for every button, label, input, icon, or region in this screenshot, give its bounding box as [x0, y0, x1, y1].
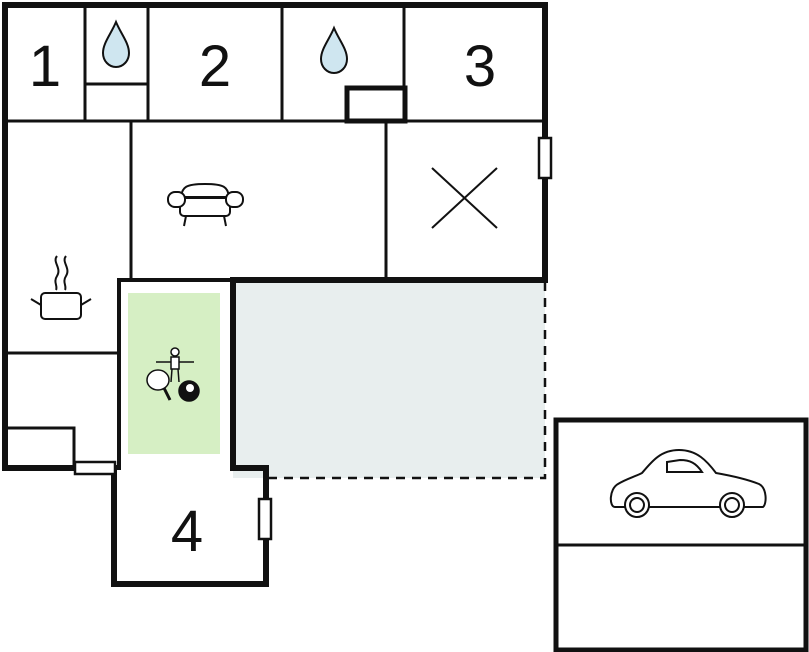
room-label-2: 2: [199, 34, 231, 99]
sofa-icon: [167, 182, 244, 227]
room-label-3: 3: [464, 34, 496, 99]
room-label-4: 4: [171, 499, 203, 564]
car-icon: [609, 448, 767, 518]
cooking-pot-icon: [30, 255, 92, 320]
water-drop-icon: [319, 25, 349, 75]
windows: [73, 136, 553, 541]
room-label-1: 1: [29, 34, 61, 99]
terrace: [233, 280, 547, 480]
games-room: [128, 293, 220, 454]
garage: [553, 417, 809, 652]
water-drop-icon: [101, 19, 131, 69]
games-icon: [146, 347, 200, 402]
x-mark: [431, 167, 498, 229]
